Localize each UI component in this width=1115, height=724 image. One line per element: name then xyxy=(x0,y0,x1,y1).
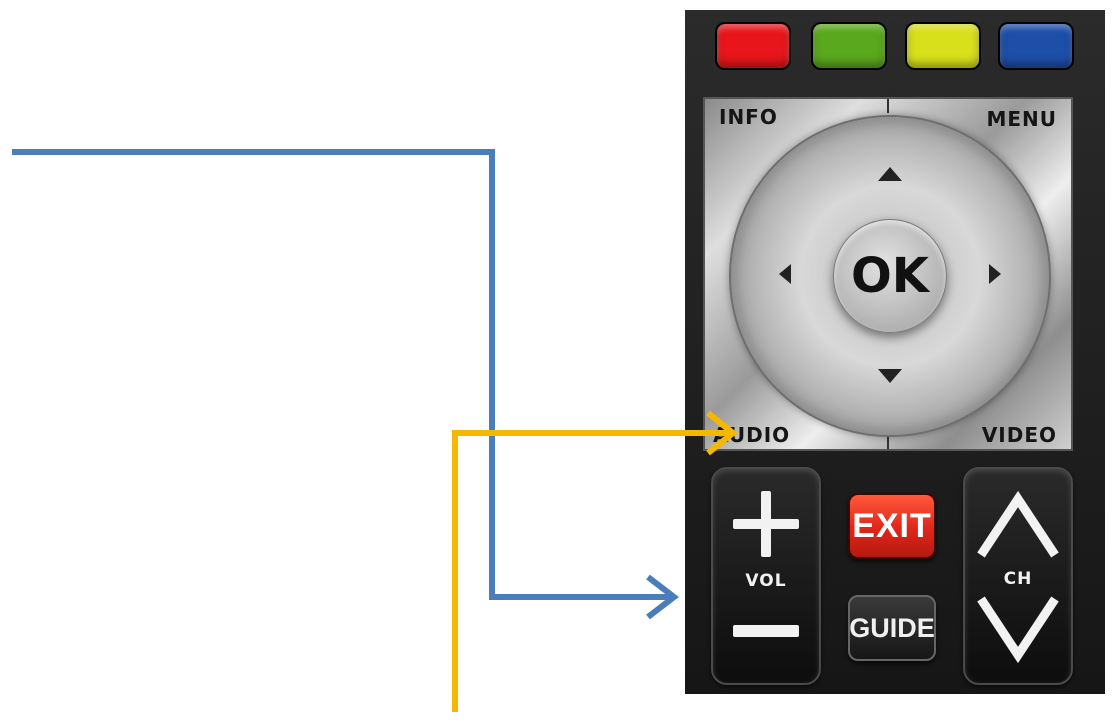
audio-button[interactable]: AUDIO xyxy=(713,423,791,447)
tv-remote-control: INFO MENU AUDIO VIDEO OK VOL EXIT GUIDE … xyxy=(685,10,1105,694)
video-button[interactable]: VIDEO xyxy=(981,423,1057,447)
pad-divider-bottom xyxy=(887,435,889,449)
menu-button[interactable]: MENU xyxy=(986,107,1057,131)
volume-rocker[interactable]: VOL xyxy=(711,467,821,685)
chevron-up-down-icon[interactable] xyxy=(965,469,1071,683)
plus-icon[interactable] xyxy=(713,469,819,683)
directional-pad: OK xyxy=(729,115,1051,437)
pad-divider-top xyxy=(887,99,889,113)
up-arrow-icon[interactable] xyxy=(878,167,902,181)
exit-button[interactable]: EXIT xyxy=(848,493,936,559)
navigation-pad: INFO MENU AUDIO VIDEO OK xyxy=(703,97,1073,451)
blue-color-button[interactable] xyxy=(998,22,1074,70)
volume-label: VOL xyxy=(745,571,787,591)
blue-arrowhead xyxy=(646,574,679,620)
channel-label: CH xyxy=(1003,569,1033,589)
left-arrow-icon[interactable] xyxy=(779,264,791,284)
yellow-color-button[interactable] xyxy=(905,22,981,70)
red-color-button[interactable] xyxy=(715,22,791,70)
right-arrow-icon[interactable] xyxy=(989,264,1001,284)
green-color-button[interactable] xyxy=(811,22,887,70)
info-button[interactable]: INFO xyxy=(719,105,778,129)
ok-button[interactable]: OK xyxy=(833,219,947,333)
down-arrow-icon[interactable] xyxy=(878,369,902,383)
blue-callout-arrow xyxy=(12,149,672,600)
guide-button[interactable]: GUIDE xyxy=(848,595,936,661)
channel-rocker[interactable]: CH xyxy=(963,467,1073,685)
